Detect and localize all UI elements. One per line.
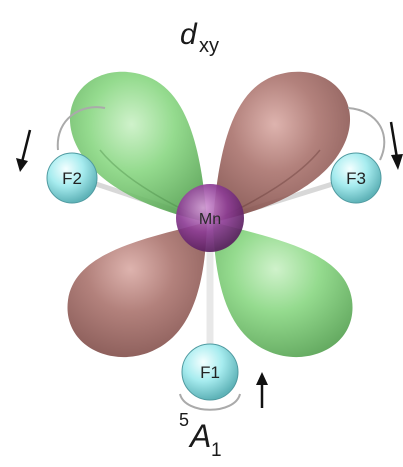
atom-mn: Mn — [176, 184, 244, 252]
atom-f3-label: F3 — [346, 169, 366, 188]
atom-f1: F1 — [181, 343, 239, 401]
atom-mn-label: Mn — [199, 211, 221, 228]
atom-f3: F3 — [330, 152, 382, 204]
rotation-curl-f2 — [56, 106, 106, 151]
atom-f1-label: F1 — [200, 363, 220, 382]
rotation-curl-f1 — [179, 393, 241, 411]
atom-f2-label: F2 — [62, 169, 82, 188]
rotation-curl-f3 — [347, 107, 386, 161]
state-label-superscript: 5 — [179, 410, 189, 430]
lobe-upper-left-positive — [69, 71, 208, 222]
arrow-up-f1 — [256, 372, 268, 408]
lobe-lower-right-positive — [213, 222, 353, 358]
lobe-upper-right-negative — [213, 71, 351, 222]
lobe-lower-left-negative — [67, 222, 207, 358]
orbital-title: d — [180, 18, 198, 51]
atom-f2: F2 — [46, 152, 98, 204]
state-label: A — [188, 418, 211, 454]
state-label-subscript: 1 — [211, 440, 222, 461]
arrow-down-left — [16, 129, 32, 172]
arrow-down-right — [389, 121, 403, 170]
orbital-title-subscript: xy — [199, 35, 219, 57]
